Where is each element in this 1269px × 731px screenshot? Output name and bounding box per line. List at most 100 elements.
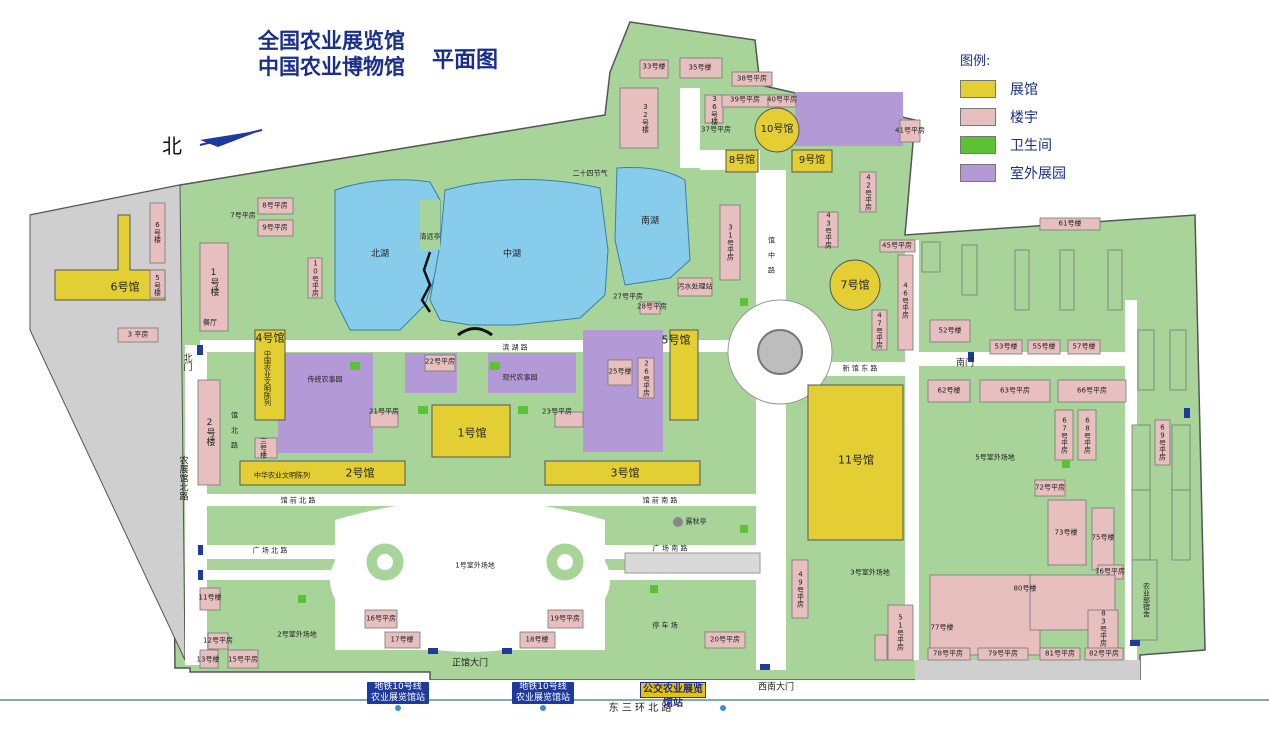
guanzhong-road	[756, 170, 786, 670]
building-label: 68号平房	[1083, 416, 1092, 454]
venue-label: 5号室外场地	[975, 453, 1015, 462]
subway-station-1-text: 地铁10号线 农业展览馆站	[370, 682, 425, 703]
legend-label: 楼宇	[1010, 110, 1038, 126]
guanqian-road	[200, 494, 760, 506]
ershisi-label: 二十四节气	[572, 169, 608, 178]
hall-9-shape	[791, 149, 833, 173]
hall-2-label[interactable]: 2号馆	[345, 466, 375, 480]
building-label: 49号平房	[796, 570, 805, 608]
north-road-v	[680, 88, 700, 168]
hall-11-label[interactable]: 11号馆	[838, 453, 874, 467]
hall-4-label[interactable]: 4号馆	[255, 331, 285, 345]
building-label: 5号楼	[153, 274, 162, 296]
parking-label: 停 车 场	[652, 621, 678, 630]
hall-9-label[interactable]: 9号馆	[798, 155, 826, 166]
subway-station-1[interactable]: 地铁10号线 农业展览馆站	[367, 682, 429, 704]
hall-7-label[interactable]: 7号馆	[840, 278, 870, 292]
south-strip	[0, 680, 1269, 731]
plaza-circle-right	[543, 540, 587, 584]
building-label: 7号平房	[230, 211, 256, 220]
building-label: 26号平房	[642, 359, 651, 397]
hall-3-label[interactable]: 3号馆	[610, 466, 640, 480]
nanmen-road	[905, 352, 1135, 366]
building-label: 13号楼	[196, 655, 220, 664]
road-label: 馆 前 南 路	[642, 496, 678, 505]
lake-middle-label: 中湖	[502, 249, 522, 260]
subway-station-2[interactable]: 地铁10号线 农业展览馆站	[512, 682, 574, 704]
building-label: 47号平房	[875, 311, 884, 349]
building-label: 8号平房	[262, 201, 288, 210]
building-label: 21号平房	[369, 407, 399, 416]
page-title: 全国农业展览馆 中国农业博物馆	[258, 28, 405, 80]
venue-label: 2号室外场地	[277, 630, 317, 639]
bus-station-text: 公交农业展览馆站	[643, 684, 703, 709]
building-label: 76号平房	[1095, 567, 1125, 576]
building-label: 39号平房	[730, 95, 760, 104]
lake-north-label: 北湖	[370, 249, 390, 260]
building-label: 77号楼	[930, 623, 954, 632]
building-label: 11号楼	[198, 593, 222, 602]
pavilion-label: 清远亭	[419, 232, 441, 241]
building-label: 66号平房	[1077, 386, 1107, 395]
hall-8-label[interactable]: 8号馆	[728, 155, 756, 166]
south-gray-strip	[915, 660, 1140, 680]
road-label-north: 农展馆北路	[177, 455, 188, 501]
subway-dot-3	[720, 705, 726, 711]
hall-8-shape	[725, 149, 759, 173]
building-label: 1号楼	[208, 268, 219, 296]
building-label: 61号楼	[1058, 219, 1082, 228]
building-label: 3 平房	[127, 330, 149, 339]
hall-5-label[interactable]: 5号馆	[661, 333, 691, 347]
building-label: 40号平房	[767, 95, 797, 104]
building-label: 62号楼	[937, 386, 961, 395]
road-label: 馆 中 路	[767, 236, 776, 274]
building-label: 41号平房	[895, 126, 925, 135]
lake-bridge	[420, 251, 432, 313]
building-label: 19号平房	[550, 614, 580, 623]
building-label: 9号平房	[262, 223, 288, 232]
plaza-fill	[335, 500, 605, 650]
building-label: 12号平房	[203, 636, 233, 645]
legend-item-hall: 展馆	[960, 77, 1066, 101]
building-label: 32号楼	[641, 103, 650, 133]
hall-6-label[interactable]: 6号馆	[110, 280, 140, 294]
legend-swatch-garden	[960, 164, 996, 182]
building-label: 43号平房	[824, 211, 833, 249]
hall-6-shape	[54, 214, 166, 301]
garden-label: 现代农事园	[502, 373, 538, 382]
building-label: 81号平房	[1045, 649, 1075, 658]
building-label: 18号楼	[525, 635, 549, 644]
gate-north-label: 北门	[181, 353, 192, 371]
building-label: 72号平房	[1035, 483, 1065, 492]
building-label: 27号平房	[613, 292, 643, 301]
building-label: 69号平房	[1158, 423, 1167, 461]
building-label: 38号平房	[737, 74, 767, 83]
building-label: 污水处理站	[677, 282, 713, 291]
building-label: 农业部宿舍	[1142, 582, 1151, 618]
legend-item-garden: 室外展园	[960, 161, 1066, 185]
building-label: 79号平房	[988, 649, 1018, 658]
building-label: 15号平房	[228, 655, 258, 664]
lake-island	[420, 200, 440, 250]
title-suffix: 平面图	[432, 48, 499, 73]
hall-1-label[interactable]: 1号馆	[457, 426, 487, 440]
road-label: 广 场 北 路	[252, 546, 288, 555]
building-label: 2号楼	[204, 418, 215, 446]
building-label: 57号楼	[1072, 342, 1096, 351]
building-label: 52号楼	[938, 326, 962, 335]
road-label: 广 场 南 路	[652, 544, 688, 553]
middle-lake	[429, 178, 609, 326]
bus-station[interactable]: 公交农业展览馆站	[640, 682, 706, 709]
legend-item-restroom: 卫生间	[960, 133, 1066, 157]
hall-10-shape	[754, 107, 800, 153]
restroom-marks	[298, 298, 1070, 603]
building-label: 23号平房	[542, 407, 572, 416]
road-label: 馆 前 北 路	[280, 496, 316, 505]
building-label: 三号楼	[259, 437, 268, 459]
hall-10-label[interactable]: 10号馆	[760, 124, 794, 135]
subway-dot-2	[540, 705, 546, 711]
building-label: 63号平房	[1000, 386, 1030, 395]
garden-label: 中国农业文明陈列	[263, 350, 272, 406]
road-label: 馆 北 路	[230, 411, 239, 449]
building-label: 73号楼	[1054, 528, 1078, 537]
